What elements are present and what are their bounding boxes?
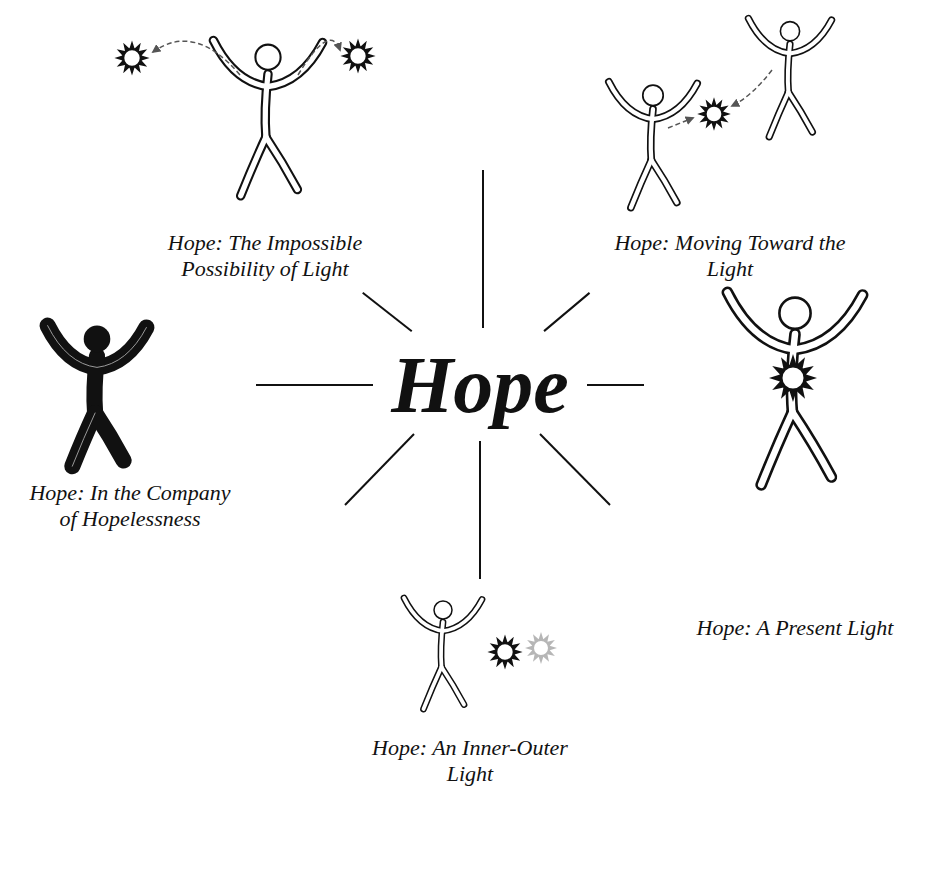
person-figure [748, 18, 831, 136]
dashed-arrow [153, 41, 240, 75]
concept-caption-group: Hope: The Impossible Possibility of Ligh… [110, 20, 420, 289]
person-figure [609, 82, 697, 208]
radiating-lines [345, 170, 610, 505]
sun-symbol [769, 354, 817, 402]
ray-line [540, 434, 610, 505]
sun-symbol [487, 634, 522, 669]
concept-caption-group: Hope: In the Company of Hopelessness [10, 320, 250, 539]
ray-connector [256, 384, 373, 386]
present-figure [727, 292, 862, 484]
caption-text: Hope: A Present Light [650, 615, 940, 641]
caption-text: Hope: In the Company of Hopelessness [28, 480, 233, 533]
faded-sun-symbol [525, 632, 557, 664]
person-figure [404, 598, 482, 709]
person-figure [727, 292, 862, 484]
sun-symbol [340, 38, 375, 73]
concept-caption-group: Hope: A Present Light [650, 280, 940, 648]
moving-figure [609, 18, 832, 207]
dashed-arrow [732, 70, 772, 106]
concept-caption-group: Hope: Moving Toward the Light [560, 15, 900, 289]
dashed-arrow [298, 40, 340, 75]
caption-text: Hope: The Impossible Possibility of Ligh… [140, 230, 390, 283]
sun-symbol [114, 40, 149, 75]
ray-connector [479, 441, 481, 579]
ray-line [482, 170, 484, 328]
concept-caption-group: Hope: An Inner-Outer Light [340, 585, 600, 794]
sun-symbol [697, 97, 731, 131]
hopelessness-figure [48, 326, 147, 467]
central-title: Hope [391, 345, 569, 425]
ray-line [345, 434, 414, 505]
central-concept: Hope [379, 335, 581, 435]
ray-connector [587, 384, 644, 386]
dark-person-figure [48, 326, 147, 467]
ray-connector [544, 293, 590, 331]
impossible-figure [114, 38, 375, 195]
dashed-arrow [668, 118, 693, 128]
ray-connector [363, 293, 412, 332]
caption-text: Hope: An Inner-Outer Light [370, 735, 570, 788]
person-figure [213, 40, 322, 195]
inner-outer-figure [404, 598, 557, 709]
caption-text: Hope: Moving Toward the Light [610, 230, 850, 283]
